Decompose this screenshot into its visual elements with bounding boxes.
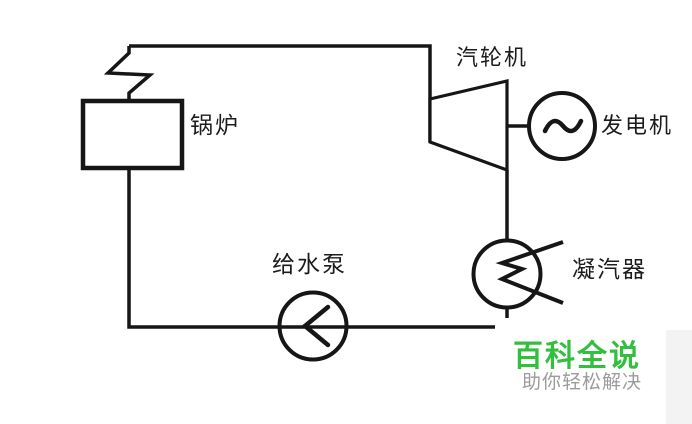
generator-label: 发电机 [601,113,674,138]
generator-wave-icon [542,118,584,134]
turbine-label: 汽轮机 [456,45,529,70]
boiler-label: 锅炉 [190,112,240,138]
watermark-background-band [666,330,692,424]
condenser-label: 凝汽器 [572,256,647,282]
pump-circle [277,290,349,362]
condenser-symbol [471,238,564,310]
watermark-title: 百科全说 [513,340,641,373]
pump-flow-arrow-icon [301,304,331,348]
pump-label: 给水泵 [272,251,347,277]
turbine-symbol [428,78,509,173]
steam-break-zigzag-icon [103,46,155,101]
feedwater-pump-symbol [277,290,349,362]
condenser-zigzag-icon [495,240,564,305]
boiler-symbol [80,98,185,171]
feedwater-return-pipe [127,168,495,329]
condenser-circle [471,238,543,310]
watermark-subtitle: 助你轻松解决 [522,372,643,393]
generator-symbol [527,91,597,161]
